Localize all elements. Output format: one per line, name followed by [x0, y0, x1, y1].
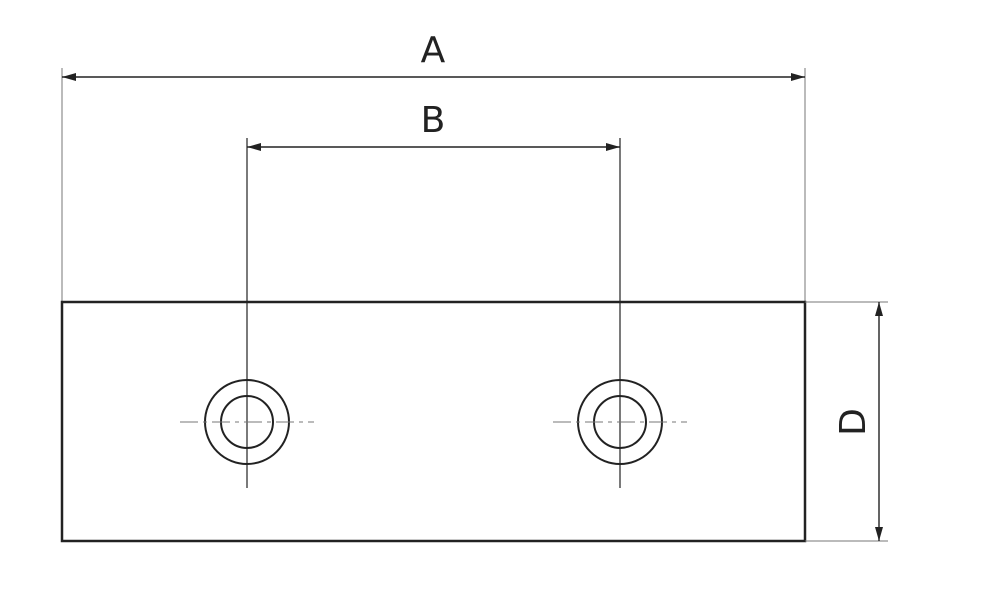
hole-right — [553, 379, 687, 465]
dimension-label-b: B — [421, 100, 446, 141]
dimension-label-d: D — [833, 408, 874, 436]
plate-outline — [60, 300, 807, 543]
hole-left — [180, 379, 314, 465]
dimension-label-a: A — [421, 30, 446, 71]
